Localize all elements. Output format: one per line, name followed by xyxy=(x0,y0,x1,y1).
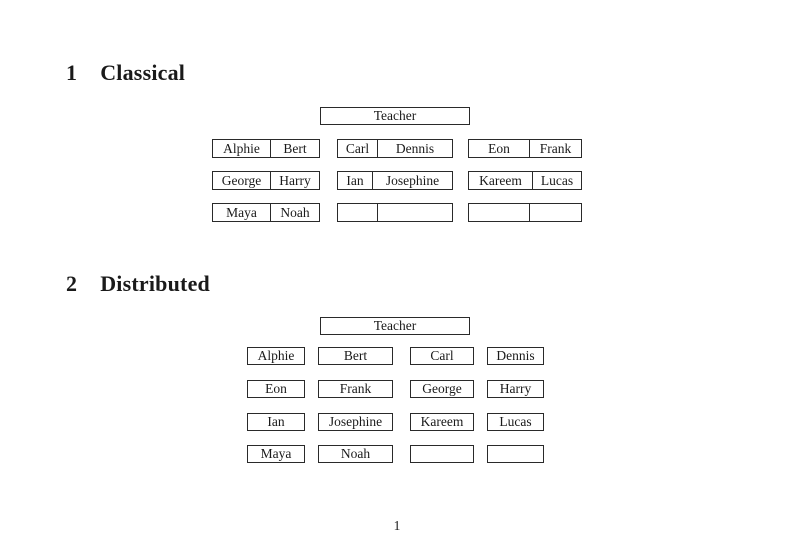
seat-cell: Carl xyxy=(430,348,454,364)
teacher-label-distributed: Teacher xyxy=(373,318,417,334)
section-title-classical: Classical xyxy=(100,60,186,85)
seat-cell: Josephine xyxy=(385,172,440,188)
seat-cell: Noah xyxy=(340,446,371,462)
seat-cell: Harry xyxy=(279,172,311,188)
desk-classical-r3c1: Maya Noah xyxy=(212,203,320,222)
section-heading-distributed: 2 Distributed xyxy=(66,273,210,295)
seat-cell-empty xyxy=(530,204,581,221)
desk-classical-r1c1: Alphie Bert xyxy=(212,139,320,158)
seat-cell: Carl xyxy=(338,140,378,157)
desk-classical-r2c1: George Harry xyxy=(212,171,320,190)
seat-cell: Josephine xyxy=(328,414,383,430)
section-title-distributed: Distributed xyxy=(100,271,210,296)
desk-distributed-r1c2: Bert xyxy=(318,347,393,365)
seat-cell: Lucas xyxy=(499,414,532,430)
seat-cell: Bert xyxy=(343,348,368,364)
page-number: 1 xyxy=(393,518,401,533)
seat-cell-empty xyxy=(378,204,452,221)
desk-classical-r3c2-empty xyxy=(337,203,453,222)
desk-distributed-r3c4: Lucas xyxy=(487,413,544,431)
seat-cell: Alphie xyxy=(213,140,271,157)
teacher-box-classical: Teacher xyxy=(320,107,470,125)
seat-cell: Frank xyxy=(539,140,572,156)
seat-cell-empty xyxy=(338,204,378,221)
desk-distributed-r2c4: Harry xyxy=(487,380,544,398)
desk-distributed-r3c2: Josephine xyxy=(318,413,393,431)
seat-cell: Kareem xyxy=(469,172,533,189)
seat-cell: Dennis xyxy=(395,140,435,156)
seat-cell: Harry xyxy=(499,381,532,397)
seat-cell: Lucas xyxy=(540,172,574,188)
section-number-distributed: 2 xyxy=(66,271,78,296)
seat-cell: Eon xyxy=(265,381,287,397)
desk-distributed-r1c3: Carl xyxy=(410,347,474,365)
seat-cell: Frank xyxy=(339,381,372,397)
seat-cell: Maya xyxy=(213,204,271,221)
desk-distributed-r3c1: Ian xyxy=(247,413,305,431)
desk-distributed-r1c4: Dennis xyxy=(487,347,544,365)
seat-cell: George xyxy=(422,381,462,397)
seat-cell: Alphie xyxy=(257,348,295,364)
seat-cell: Eon xyxy=(469,140,530,157)
desk-classical-r1c2: Carl Dennis xyxy=(337,139,453,158)
desk-distributed-r2c3: George xyxy=(410,380,474,398)
seat-cell: Ian xyxy=(338,172,373,189)
desk-distributed-r4c3-empty xyxy=(410,445,474,463)
seat-cell-empty xyxy=(469,204,530,221)
teacher-label-classical: Teacher xyxy=(373,108,417,124)
teacher-box-distributed: Teacher xyxy=(320,317,470,335)
desk-distributed-r4c2: Noah xyxy=(318,445,393,463)
desk-distributed-r4c1: Maya xyxy=(247,445,305,463)
seat-cell: Noah xyxy=(280,204,310,220)
desk-distributed-r4c4-empty xyxy=(487,445,544,463)
section-number-classical: 1 xyxy=(66,60,78,85)
seat-cell: Kareem xyxy=(420,414,464,430)
desk-classical-r1c3: Eon Frank xyxy=(468,139,582,158)
desk-classical-r3c3-empty xyxy=(468,203,582,222)
desk-distributed-r2c1: Eon xyxy=(247,380,305,398)
seat-cell: Dennis xyxy=(496,348,535,364)
desk-distributed-r3c3: Kareem xyxy=(410,413,474,431)
seat-cell: Bert xyxy=(283,140,307,156)
seat-cell: Maya xyxy=(260,446,292,462)
seat-cell: George xyxy=(213,172,271,189)
seat-cell: Ian xyxy=(267,414,285,430)
desk-distributed-r1c1: Alphie xyxy=(247,347,305,365)
desk-distributed-r2c2: Frank xyxy=(318,380,393,398)
desk-classical-r2c2: Ian Josephine xyxy=(337,171,453,190)
desk-classical-r2c3: Kareem Lucas xyxy=(468,171,582,190)
section-heading-classical: 1 Classical xyxy=(66,62,185,84)
